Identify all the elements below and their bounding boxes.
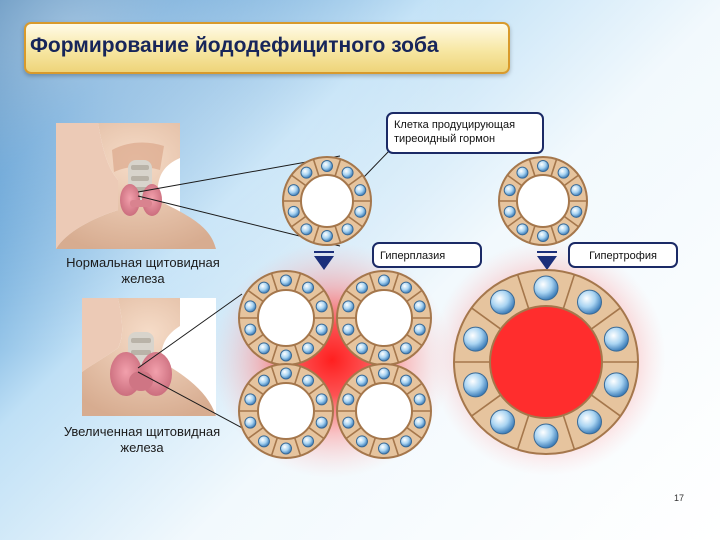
slide-title: Формирование йододефицитного зоба [30,34,439,57]
follicle-hyperplasia [336,363,432,459]
follicle-normal [498,156,588,246]
hypertrophy-callout: Гипертрофия [568,242,678,268]
hormone-cell-callout: Клетка продуцирующая тиреоидный гормон [386,112,544,154]
follicle-hyperplasia [238,270,334,366]
neck-goiter-illustration [82,298,216,416]
title-box: Формирование йододефицитного зоба [24,22,510,74]
down-arrow-icon [314,251,334,270]
normal-gland-label: Нормальная щитовидная железа [66,255,220,286]
neck-normal-illustration [56,123,216,249]
follicle-hyperplasia [336,270,432,366]
hyperplasia-callout: Гиперплазия [372,242,482,268]
follicle-hypertrophy [453,269,639,455]
down-arrow-icon [537,251,557,270]
enlarged-gland-label: Увеличенная щитовидная железа [63,424,221,455]
page-number: 17 [673,493,684,503]
follicle-normal [282,156,372,246]
follicle-hyperplasia [238,363,334,459]
